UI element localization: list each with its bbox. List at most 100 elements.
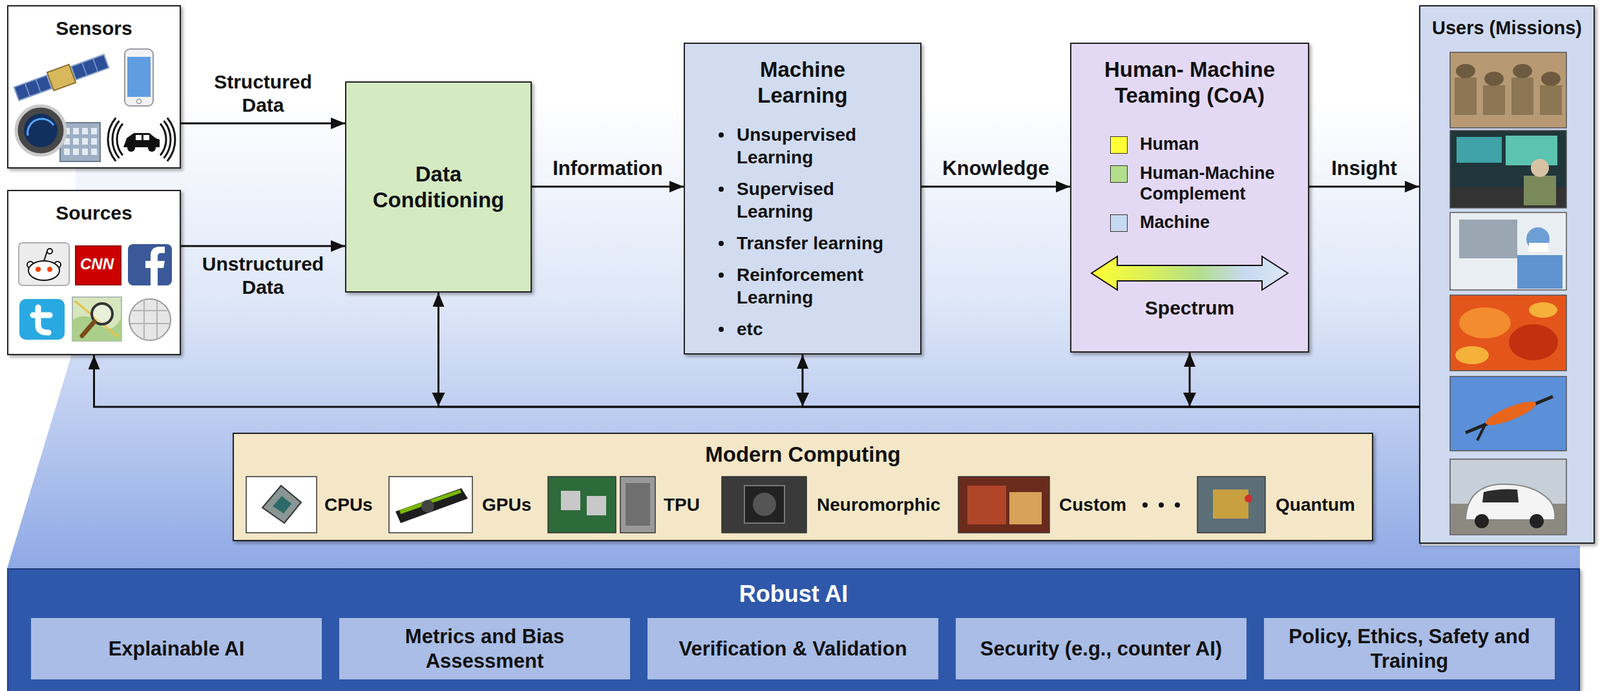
phone-screen <box>127 56 151 97</box>
bullet-row: Reinforcement Learning <box>684 263 921 309</box>
bullet-row: Unsupervised Learning <box>684 123 921 169</box>
capability-box: Explainable AI <box>31 618 322 680</box>
reddit-antenna <box>43 251 48 262</box>
cpu-die <box>272 496 292 514</box>
signal-wave <box>116 124 123 156</box>
custom-board <box>967 485 1007 525</box>
building-window <box>63 148 70 156</box>
box-text: Explainable AI <box>108 637 245 662</box>
heading-text: Machine Learning <box>725 56 881 108</box>
hardware-photo <box>1197 476 1266 534</box>
gpu-stripe <box>399 489 462 515</box>
flow-arrow <box>1189 352 1420 408</box>
bullet-row: Supervised Learning <box>684 177 921 223</box>
signal-wave <box>163 120 171 159</box>
thermostat-dial <box>27 118 54 136</box>
map-icon <box>72 297 122 342</box>
flow-arrow <box>802 354 1420 408</box>
flow-arrow <box>1309 186 1420 189</box>
list-item-text: Reinforcement Learning <box>736 263 910 309</box>
tpu-chip <box>560 491 581 511</box>
building-window <box>91 127 97 135</box>
flow-arrow <box>180 122 346 125</box>
car-wheel <box>147 144 156 152</box>
bullet-dot <box>718 272 724 278</box>
panel-grid <box>25 83 31 97</box>
thermostat-face <box>23 113 58 148</box>
capability-box: Verification & Validation <box>647 618 939 680</box>
operator-body <box>1523 175 1557 206</box>
building-window <box>82 127 88 135</box>
bullet-dot <box>718 241 724 247</box>
building-window <box>91 138 97 145</box>
hardware-label: CPUs <box>324 494 373 517</box>
capability-box: Policy, Ethics, Safety and Training <box>1263 618 1555 680</box>
spectrum-arrow <box>1090 255 1290 292</box>
hardware-label: TPU <box>663 494 700 517</box>
hardware-label: GPUs <box>482 494 532 517</box>
mission-photo <box>1450 130 1567 209</box>
hardware-label: Quantum <box>1275 494 1356 517</box>
soldier-helmet <box>1455 63 1476 79</box>
legend-row: Machine <box>1110 211 1308 233</box>
list-item-text: etc <box>736 317 910 341</box>
heading-text: Human- Machine Teaming (CoA) <box>1083 56 1297 108</box>
hardware-photo <box>620 476 656 534</box>
legend-text: Machine <box>1139 211 1305 233</box>
drone-wing <box>1465 396 1553 433</box>
surgeon-gown <box>1517 255 1563 289</box>
building-window <box>91 148 97 156</box>
car-window <box>1482 489 1519 504</box>
cpu-chip <box>262 485 302 524</box>
screen <box>1505 135 1558 166</box>
input-box: Sources <box>7 189 181 356</box>
legend-text: Human <box>1139 133 1305 155</box>
process-box: Human- Machine Teaming (CoA)HumanHuman-M… <box>1070 42 1310 353</box>
box-text: Policy, Ethics, Safety and Training <box>1273 624 1546 673</box>
quantum-marker <box>1244 494 1253 503</box>
box-text: Verification & Validation <box>678 637 907 662</box>
signal-wave <box>112 120 120 159</box>
bullet-dot <box>718 132 724 138</box>
mission-photo <box>1450 376 1567 452</box>
hardware-photo <box>958 476 1050 534</box>
foundation-band: Robust AIExplainable AIMetrics and Bias … <box>7 568 1580 691</box>
flow-arrow <box>531 186 684 189</box>
bullet-list: Unsupervised LearningSupervised Learning… <box>684 123 921 341</box>
car-wheel <box>1529 514 1544 529</box>
mission-photo <box>1450 52 1567 128</box>
car-window <box>143 135 150 141</box>
hardware-photo <box>246 476 317 534</box>
soldier-helmet <box>1512 63 1533 79</box>
custom-board <box>1009 492 1042 525</box>
edge-label: Knowledge <box>942 156 1049 181</box>
user-panel: Users (Missions) <box>1419 5 1595 545</box>
car-body <box>1465 484 1555 521</box>
edge-label: Unstructured Data <box>198 252 328 300</box>
neuromorphic-chip <box>744 485 785 524</box>
reddit-icon <box>18 242 70 286</box>
heat-patch <box>1528 302 1558 318</box>
map-road <box>74 301 119 338</box>
heading-text: Users (Missions) <box>1425 16 1589 40</box>
satellite-icon <box>12 52 110 104</box>
legend-swatch <box>1110 165 1128 183</box>
facebook-glyph <box>145 246 165 286</box>
list-item-text: Supervised Learning <box>736 177 910 223</box>
soldier-body <box>1454 77 1477 116</box>
legend-swatch <box>1110 214 1128 232</box>
magnifier-handle <box>82 321 95 337</box>
edge-label: Structured Data <box>201 70 325 117</box>
legend-swatch <box>1110 136 1128 154</box>
building-window <box>73 148 79 156</box>
panel-grid <box>82 62 88 77</box>
building-window <box>82 148 88 156</box>
bullet-dot <box>718 186 724 192</box>
edge-label: Information <box>552 156 664 181</box>
capability-box: Metrics and Bias Assessment <box>339 618 631 680</box>
panel-grid <box>93 58 99 73</box>
ellipsis-dot <box>1158 502 1164 508</box>
building-window <box>73 127 79 135</box>
